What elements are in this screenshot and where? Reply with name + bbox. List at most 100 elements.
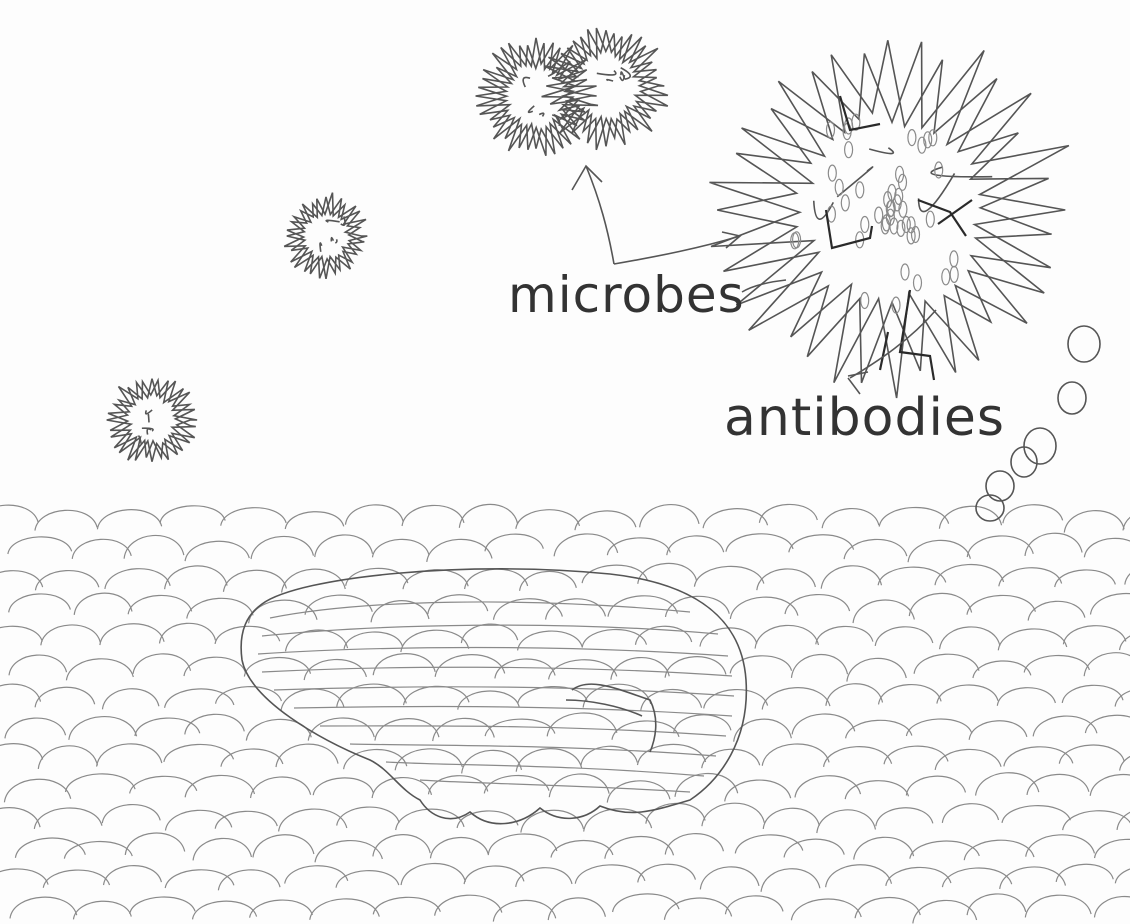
surface-scale — [792, 714, 855, 734]
surface-scale — [428, 776, 487, 795]
antibody-mark — [875, 207, 883, 223]
surface-scale — [372, 539, 428, 557]
surface-scale — [700, 628, 757, 647]
surface-scale — [15, 838, 85, 858]
surface-scale — [461, 624, 517, 643]
surface-scale — [462, 750, 522, 773]
surface-scale — [218, 870, 280, 890]
surface-scale — [1094, 897, 1130, 918]
surface-scale — [336, 871, 399, 888]
surface-scale — [1062, 685, 1123, 703]
surface-scale — [125, 833, 184, 855]
surface-scale — [879, 685, 942, 705]
surface-scale — [789, 535, 854, 553]
surface-scale — [913, 900, 977, 923]
surface-scale — [395, 749, 462, 770]
surface-scale — [38, 746, 97, 769]
surface-scale — [667, 536, 724, 555]
surface-scale — [1084, 653, 1130, 676]
surface-scale — [763, 808, 819, 829]
surface-scale — [1115, 865, 1130, 883]
surface-scale — [1024, 655, 1089, 672]
surface-scale — [730, 656, 791, 674]
surface-scale — [430, 838, 488, 859]
surface-scale — [135, 718, 200, 736]
surface-scale — [97, 510, 161, 530]
surface-scale — [1003, 505, 1063, 524]
surface-scale — [1002, 806, 1070, 823]
surface-scale — [762, 688, 830, 710]
surface-scale — [759, 504, 817, 522]
surface-scale — [1055, 570, 1116, 587]
surface-scale — [160, 506, 225, 523]
surface-scale — [133, 654, 190, 674]
surface-scale — [184, 657, 246, 676]
surface-scale — [702, 749, 760, 768]
surface-scale — [937, 685, 998, 704]
surface-scale — [72, 539, 131, 559]
surface-scale — [0, 626, 42, 644]
microbe-texture — [320, 243, 322, 252]
surface-scale — [1090, 594, 1130, 615]
surface-scale — [967, 894, 1026, 915]
surface-scale — [246, 719, 311, 740]
surface-scale — [485, 534, 543, 551]
surface-scale — [906, 719, 971, 736]
surface-scale — [910, 841, 979, 859]
surface-scale — [521, 810, 584, 832]
surface-scale — [315, 841, 382, 863]
surface-scale — [757, 569, 816, 590]
surface-scale — [285, 512, 343, 529]
microbe-texture — [931, 167, 992, 177]
microbe-texture — [597, 71, 616, 75]
antibody-mark — [845, 142, 853, 158]
surface-scale — [35, 510, 97, 530]
surface-scale — [193, 838, 251, 860]
cell-surface — [0, 504, 1130, 923]
surface-scale — [187, 598, 253, 618]
surface-scale — [1000, 867, 1066, 889]
antibody-mark — [926, 211, 934, 227]
surface-scale — [755, 625, 818, 648]
surface-scale — [315, 535, 373, 557]
surface-scale — [879, 508, 948, 527]
antibody-mark — [841, 195, 849, 211]
surface-scale — [465, 569, 528, 589]
surface-scale — [102, 689, 158, 710]
surface-scale — [124, 535, 184, 558]
surface-scale — [193, 901, 257, 919]
surface-scale — [396, 809, 464, 830]
surface-scale — [1025, 533, 1082, 556]
surface-scale — [495, 659, 555, 678]
surface-scale — [215, 811, 277, 828]
surface-scale — [908, 540, 970, 562]
surface-scale — [607, 781, 670, 803]
surface-scale — [546, 599, 606, 620]
surface-scale — [160, 623, 216, 643]
surface-scale — [128, 595, 192, 614]
surface-scale — [279, 809, 347, 831]
surface-scale — [459, 504, 517, 527]
surface-scale — [221, 749, 283, 767]
surface-scale — [308, 718, 374, 741]
microbe-texture — [147, 429, 151, 435]
surface-scale — [253, 835, 314, 858]
surface-scale — [516, 868, 572, 887]
microbe-small-1 — [284, 193, 367, 279]
surface-scale — [102, 805, 160, 824]
surface-scale — [223, 570, 286, 592]
microbe-cluster-2 — [542, 28, 668, 150]
surface-scale — [702, 803, 764, 826]
surface-scale — [1028, 601, 1085, 620]
surface-scale — [694, 566, 763, 586]
surface-scale — [1063, 626, 1126, 645]
surface-scale — [1090, 775, 1130, 796]
microbe-texture — [326, 220, 339, 222]
surface-scale — [1117, 807, 1130, 829]
surface-scale — [65, 774, 135, 792]
surface-scale — [875, 627, 933, 646]
microbe-texture — [335, 239, 337, 243]
surface-scale — [735, 835, 802, 854]
surface-scale — [1026, 835, 1095, 857]
surface-scale — [700, 867, 759, 890]
